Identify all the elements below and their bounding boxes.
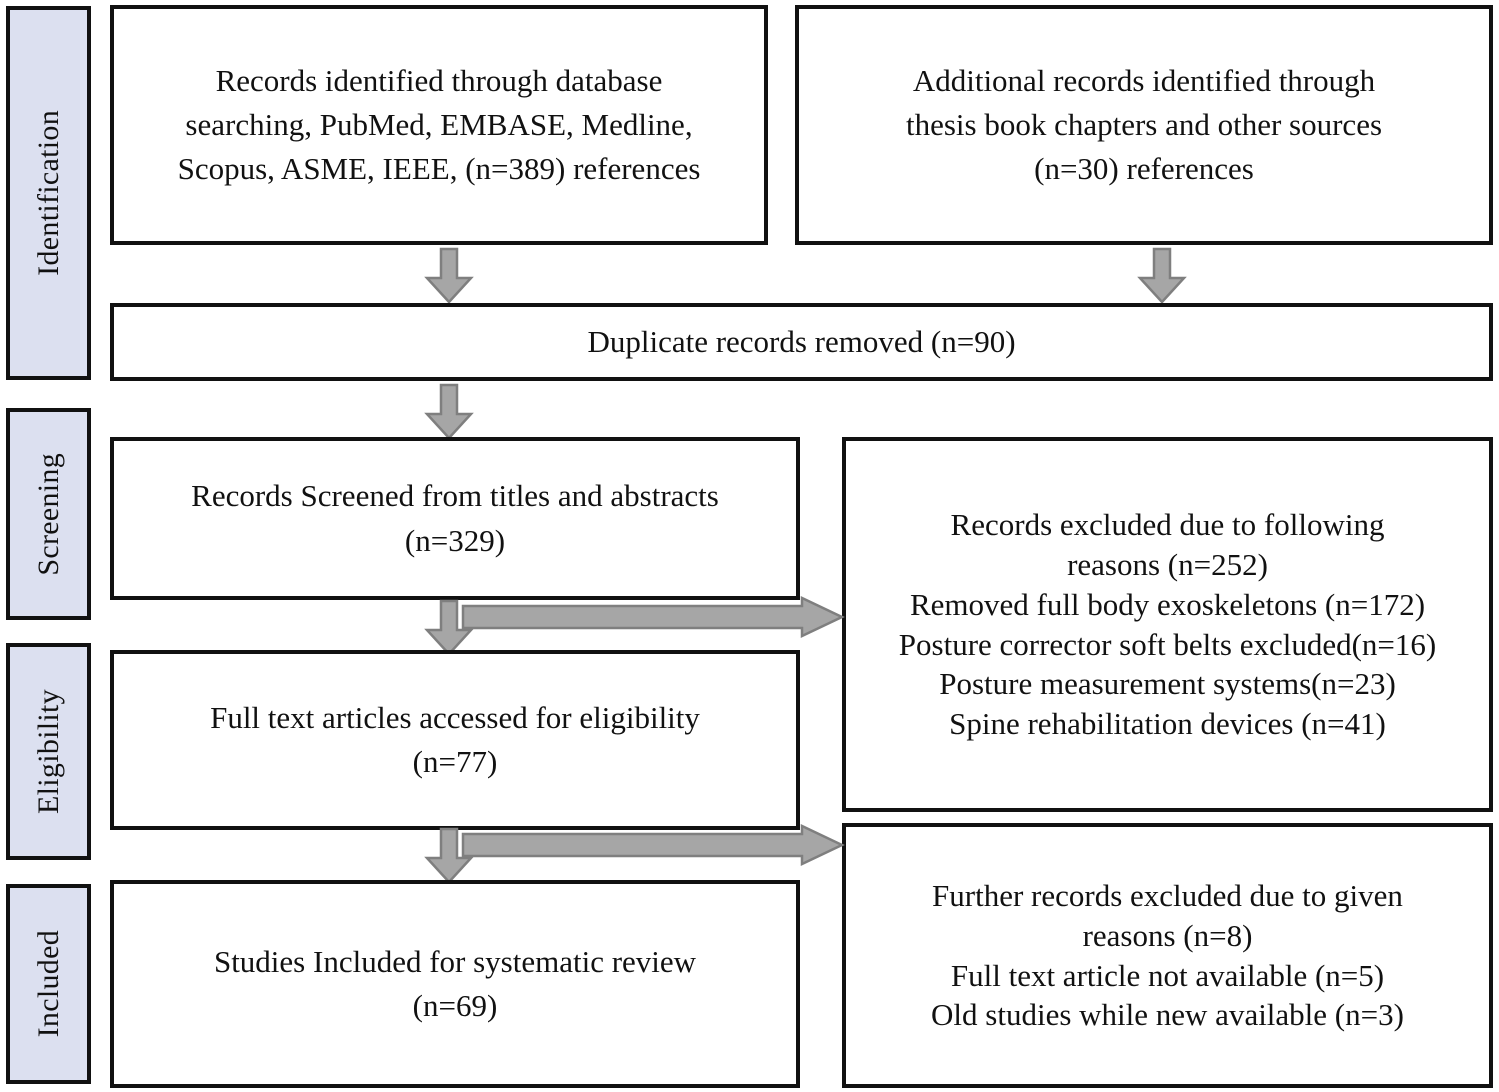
stage-label-identification-text: Identification — [31, 110, 65, 276]
box-full-text-assessed: Full text articles accessed for eligibil… — [110, 650, 800, 830]
box-studies-included: Studies Included for systematic review (… — [110, 880, 800, 1088]
stage-label-eligibility-text: Eligibility — [31, 689, 65, 814]
box-records-excluded-text: Records excluded due to following reason… — [885, 505, 1450, 743]
box-additional-records-text: Additional records identified through th… — [892, 59, 1396, 191]
arrow-down-identification-right — [1137, 247, 1187, 304]
box-records-screened: Records Screened from titles and abstrac… — [110, 437, 800, 600]
stage-label-screening-text: Screening — [31, 452, 65, 576]
box-additional-records-line-3: (n=30) references — [1034, 151, 1254, 186]
box-further-excluded-line-2: reasons (n=8) — [1082, 917, 1253, 953]
box-records-excluded-line-2: reasons (n=252) — [1067, 547, 1268, 583]
arrow-right-to-further-excluded — [461, 824, 845, 866]
box-additional-records-line-1: Additional records identified through — [912, 62, 1376, 98]
box-studies-included-line-1: Studies Included for systematic review — [213, 943, 697, 979]
stage-label-included-text: Included — [31, 930, 65, 1038]
box-records-screened-line-1: Records Screened from titles and abstrac… — [191, 478, 719, 514]
box-further-excluded-line-1: Further records excluded due to given — [932, 878, 1403, 914]
box-further-excluded-text: Further records excluded due to given re… — [917, 876, 1418, 1035]
box-records-excluded: Records excluded due to following reason… — [842, 437, 1493, 812]
box-database-search-line-3: Scopus, ASME, IEEE, (n=389) references — [177, 151, 701, 186]
arrow-down-identification-left — [424, 247, 474, 304]
arrow-right-to-records-excluded — [461, 596, 845, 638]
box-database-search-line-2: searching, PubMed, EMBASE, Medline, — [185, 106, 693, 142]
box-database-search-text: Records identified through database sear… — [164, 59, 715, 191]
box-duplicates-removed: Duplicate records removed (n=90) — [110, 303, 1493, 381]
arrow-down-to-screened — [424, 383, 474, 440]
box-full-text-assessed-text: Full text articles accessed for eligibil… — [196, 696, 714, 784]
box-studies-included-text: Studies Included for systematic review (… — [200, 940, 710, 1028]
stage-label-identification: Identification — [6, 6, 91, 380]
box-records-excluded-line-4: Posture corrector soft belts excluded(n=… — [898, 626, 1437, 662]
box-further-excluded-line-4: Old studies while new available (n=3) — [931, 997, 1404, 1033]
box-records-excluded-line-6: Spine rehabilitation devices (n=41) — [949, 705, 1386, 741]
box-further-excluded: Further records excluded due to given re… — [842, 823, 1493, 1088]
box-database-search: Records identified through database sear… — [110, 5, 768, 245]
box-studies-included-line-2: (n=69) — [412, 988, 498, 1023]
box-database-search-line-1: Records identified through database — [215, 62, 663, 98]
box-records-screened-text: Records Screened from titles and abstrac… — [177, 474, 733, 562]
box-records-excluded-line-5: Posture measurement systems(n=23) — [939, 666, 1396, 702]
box-records-screened-line-2: (n=329) — [404, 522, 506, 558]
box-full-text-assessed-line-1: Full text articles accessed for eligibil… — [210, 699, 700, 735]
box-additional-records: Additional records identified through th… — [795, 5, 1493, 245]
arrow-down-to-studies-included — [424, 827, 474, 884]
box-duplicates-removed-text: Duplicate records removed (n=90) — [573, 320, 1029, 364]
box-duplicates-removed-line-1: Duplicate records removed (n=90) — [587, 323, 1016, 359]
box-additional-records-line-2: thesis book chapters and other sources — [905, 106, 1383, 142]
stage-label-screening: Screening — [6, 408, 91, 620]
box-records-excluded-line-1: Records excluded due to following — [950, 507, 1385, 543]
stage-label-eligibility: Eligibility — [6, 643, 91, 860]
box-records-excluded-line-3: Removed full body exoskeletons (n=172) — [909, 586, 1426, 622]
arrow-down-to-full-text — [424, 599, 474, 656]
stage-label-included: Included — [6, 884, 91, 1084]
box-further-excluded-line-3: Full text article not available (n=5) — [950, 957, 1385, 993]
box-full-text-assessed-line-2: (n=77) — [412, 744, 498, 779]
